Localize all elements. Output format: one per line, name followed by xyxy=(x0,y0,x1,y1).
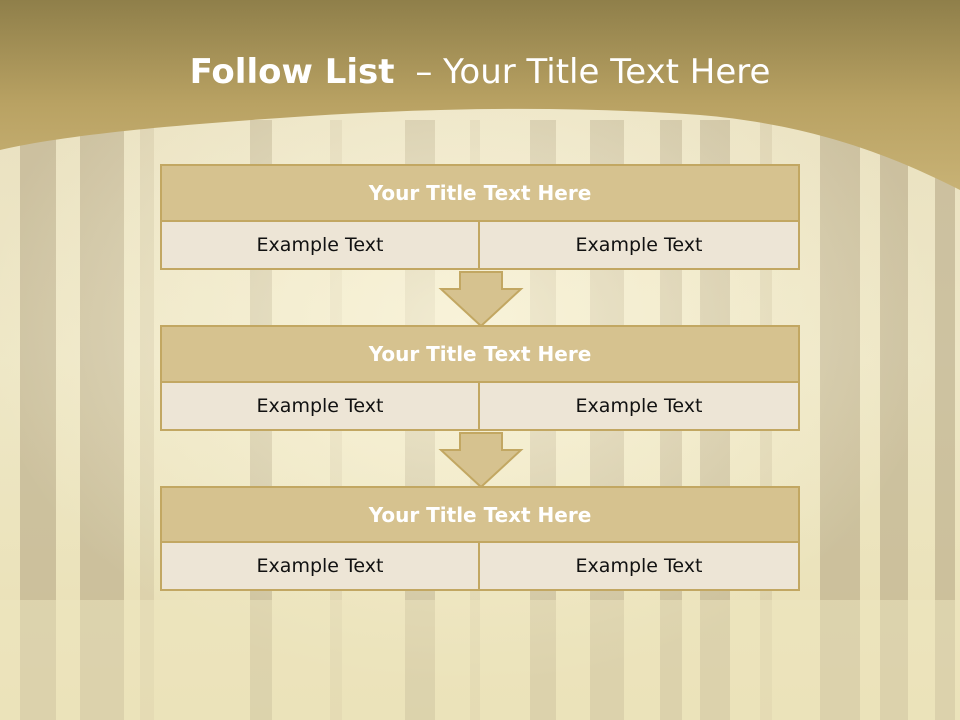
step-row: Example Text Example Text xyxy=(160,541,800,591)
step-title: Your Title Text Here xyxy=(160,486,800,543)
slide-title-rest: – Your Title Text Here xyxy=(415,52,771,92)
slide-title: Follow List – Your Title Text Here xyxy=(0,52,960,92)
down-arrow-icon xyxy=(438,271,524,327)
step-cell-right: Example Text xyxy=(478,220,800,270)
step-cell-left: Example Text xyxy=(160,541,480,591)
step-row: Example Text Example Text xyxy=(160,220,800,270)
step-block-2: Your Title Text Here Example Text Exampl… xyxy=(160,325,800,431)
step-title: Your Title Text Here xyxy=(160,164,800,222)
step-block-3: Your Title Text Here Example Text Exampl… xyxy=(160,486,800,591)
step-block-1: Your Title Text Here Example Text Exampl… xyxy=(160,164,800,270)
step-cell-right: Example Text xyxy=(478,381,800,431)
step-title: Your Title Text Here xyxy=(160,325,800,383)
slide-title-bold: Follow List xyxy=(189,52,395,92)
step-cell-right: Example Text xyxy=(478,541,800,591)
step-row: Example Text Example Text xyxy=(160,381,800,431)
down-arrow-icon xyxy=(438,432,524,488)
step-cell-left: Example Text xyxy=(160,220,480,270)
step-cell-left: Example Text xyxy=(160,381,480,431)
